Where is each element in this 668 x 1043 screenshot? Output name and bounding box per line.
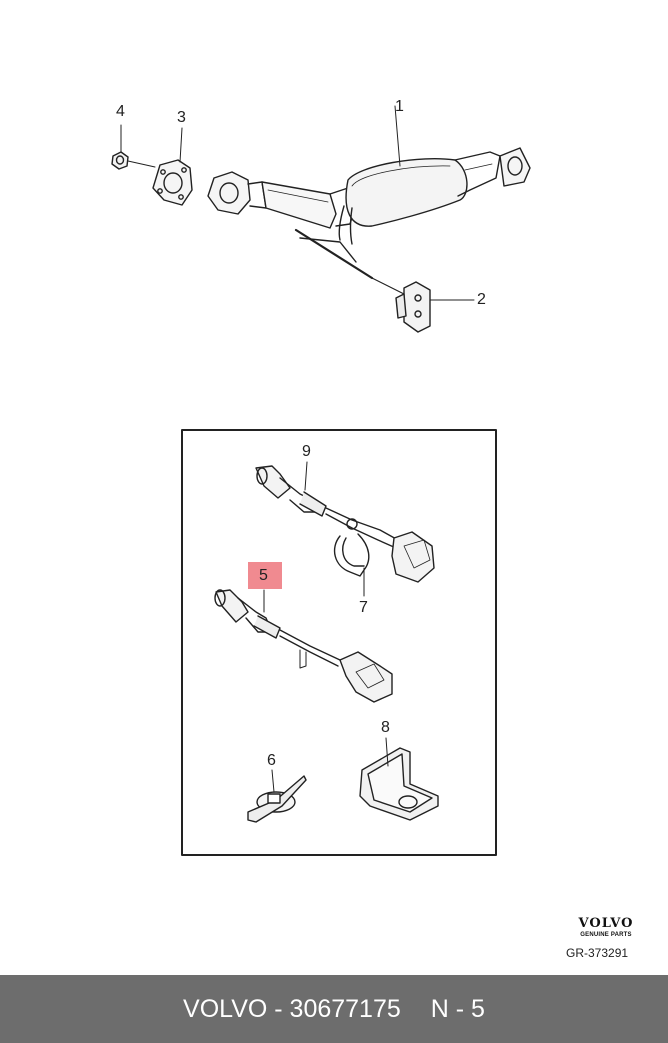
highlight-box xyxy=(248,562,282,589)
sensor-kit-frame xyxy=(181,429,497,856)
oxygen-sensor-part-5 xyxy=(214,589,393,703)
callout-5: 5 xyxy=(259,567,268,584)
callout-9: 9 xyxy=(302,443,311,460)
oxygen-sensor-part-9 xyxy=(255,461,435,583)
callout-7: 7 xyxy=(359,599,368,616)
callout-1: 1 xyxy=(395,98,404,115)
brand-tagline: GENUINE PARTS xyxy=(580,932,632,938)
brand-wordmark: VOLVO xyxy=(578,916,634,931)
volvo-logo: VOLVO GENUINE PARTS xyxy=(560,916,652,938)
cable-tie-part-6 xyxy=(247,769,307,823)
callout-6: 6 xyxy=(267,752,276,769)
bracket-part-8 xyxy=(359,737,439,821)
footer-bar: VOLVO - 30677175 N - 5 xyxy=(0,975,668,1043)
callout-8: 8 xyxy=(381,719,390,736)
footer-position: N - 5 xyxy=(430,994,485,1023)
catalytic-converter-part-1 xyxy=(207,105,531,280)
callout-2: 2 xyxy=(477,291,486,308)
footer-part-number: VOLVO - 30677175 xyxy=(183,994,401,1023)
reference-code: GR-373291 xyxy=(566,946,629,960)
rubber-mount-part-2 xyxy=(371,277,475,333)
callout-4: 4 xyxy=(116,103,125,120)
clip-part-7 xyxy=(333,533,370,597)
nut-part-4 xyxy=(111,124,156,170)
gasket-part-3 xyxy=(152,127,193,206)
parts-diagram xyxy=(111,105,531,856)
callout-3: 3 xyxy=(177,109,186,126)
